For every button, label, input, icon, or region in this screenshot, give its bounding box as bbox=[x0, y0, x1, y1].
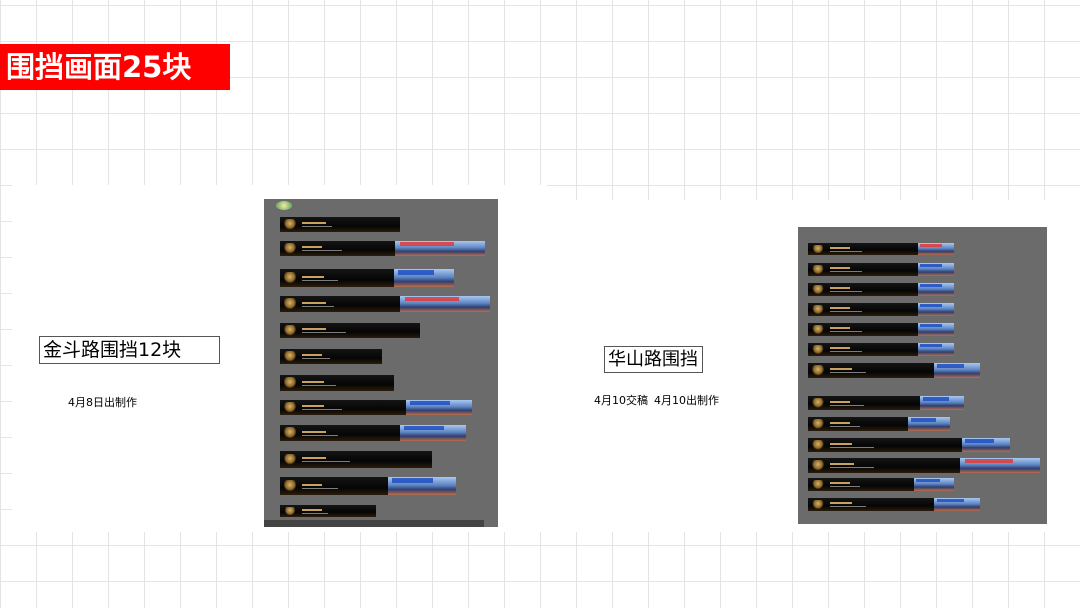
jindou-road-label: 金斗路围挡12块 bbox=[39, 336, 220, 364]
hoarding-banner bbox=[280, 505, 376, 517]
hoarding-banner bbox=[280, 217, 400, 232]
hoarding-banner bbox=[808, 283, 954, 296]
huashan-road-hoarding-preview bbox=[798, 227, 1047, 524]
hoarding-banner bbox=[280, 269, 454, 287]
hoarding-banner bbox=[280, 241, 485, 256]
hoarding-banner bbox=[280, 477, 456, 495]
hoarding-banner bbox=[808, 303, 954, 316]
hoarding-banner bbox=[808, 323, 954, 336]
slide-title: 围挡画面25块 bbox=[0, 44, 230, 90]
hoarding-banner bbox=[808, 243, 954, 255]
hoarding-banner bbox=[808, 458, 1040, 473]
huashan-road-note: 4月10交稿 4月10出制作 bbox=[594, 392, 719, 408]
project-logo-icon bbox=[276, 201, 292, 210]
hoarding-banner bbox=[808, 438, 1010, 452]
hoarding-banner bbox=[808, 478, 954, 491]
hoarding-banner bbox=[280, 349, 382, 364]
hoarding-banner bbox=[280, 323, 420, 338]
image-viewer-toolbar bbox=[264, 520, 484, 527]
produce-date-note: 4月10出制作 bbox=[654, 394, 719, 407]
hoarding-banner bbox=[808, 343, 954, 356]
hoarding-banner bbox=[808, 396, 964, 410]
hoarding-banner bbox=[280, 375, 394, 391]
hoarding-banner bbox=[280, 425, 466, 441]
submit-date-note: 4月10交稿 bbox=[594, 394, 648, 407]
jindou-road-hoarding-preview bbox=[264, 199, 498, 527]
hoarding-banner bbox=[808, 363, 980, 378]
hoarding-banner bbox=[280, 400, 472, 415]
hoarding-banner bbox=[808, 417, 950, 431]
hoarding-banner bbox=[280, 296, 490, 312]
hoarding-banner bbox=[808, 263, 954, 276]
jindou-road-note: 4月8日出制作 bbox=[68, 396, 137, 409]
hoarding-banner bbox=[808, 498, 980, 511]
hoarding-banner bbox=[280, 451, 432, 468]
huashan-road-label: 华山路围挡 bbox=[604, 346, 703, 373]
